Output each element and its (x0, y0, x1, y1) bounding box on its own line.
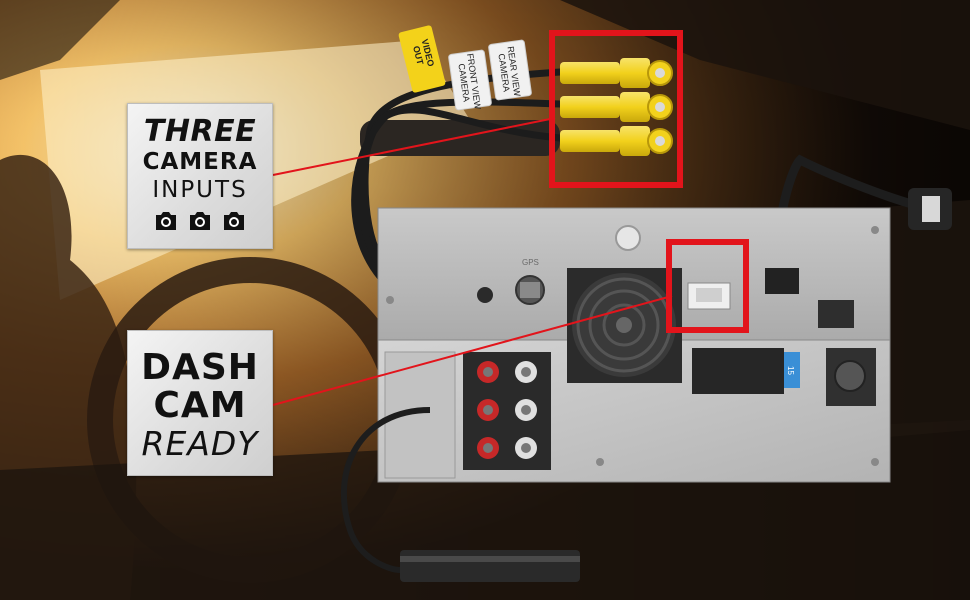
rca-plug (560, 126, 673, 156)
badge-line-ready: READY (141, 424, 259, 463)
video-out-tag (398, 25, 446, 93)
white-rca-socket (515, 361, 537, 383)
badge-line-dash: DASH (141, 347, 259, 388)
dash-cam-highlight-box (666, 239, 749, 333)
white-rca-socket (515, 437, 537, 459)
three-camera-inputs-badge: THREE CAMERA INPUTS (127, 103, 273, 249)
rca-highlight-box (549, 30, 683, 188)
white-rca-socket (515, 399, 537, 421)
badge-line-inputs: INPUTS (152, 177, 248, 203)
camera-icon (224, 212, 244, 230)
red-rca-socket (477, 361, 499, 383)
badge-line-cam: CAM (153, 385, 247, 426)
red-rca-socket (477, 399, 499, 421)
camera-icon (156, 212, 176, 230)
rca-output-block (463, 352, 551, 470)
camera-icons (128, 210, 272, 232)
rear-view-camera-tag (488, 39, 532, 101)
rca-plug (560, 58, 673, 88)
red-rca-socket (477, 437, 499, 459)
dash-cam-leader-line (272, 295, 673, 406)
front-view-camera-tag (448, 49, 492, 111)
badge-line-three: THREE (143, 114, 257, 149)
head-unit-back (377, 207, 891, 483)
three-camera-leader-line (272, 117, 556, 176)
camera-icon (190, 212, 210, 230)
antenna-cable (340, 407, 580, 582)
cooling-fan (567, 268, 682, 383)
wiring-harness-connector (692, 348, 784, 394)
gps-label: GPS (522, 258, 539, 267)
rca-plug (560, 92, 673, 122)
fuse-label: 15 (785, 366, 795, 375)
badge-line-camera: CAMERA (142, 149, 258, 175)
dash-cam-ready-badge: DASH CAM READY (127, 330, 273, 476)
